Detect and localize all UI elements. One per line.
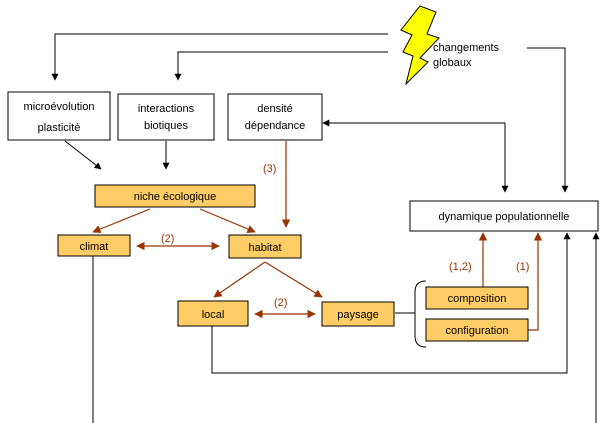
node-niche-label: niche écologique: [134, 191, 217, 203]
node-paysage-label: paysage: [337, 309, 379, 321]
node-microevolution: microévolution plasticité: [7, 91, 111, 141]
node-configuration: configuration: [425, 318, 529, 342]
node-changements-line2: globaux: [433, 57, 472, 69]
node-habitat: habitat: [228, 234, 302, 259]
node-local-label: local: [202, 309, 225, 321]
node-dynamique-label: dynamique populationnelle: [439, 211, 570, 223]
node-composition-label: composition: [448, 293, 507, 305]
node-microevolution-line1: microévolution: [24, 101, 95, 113]
feedback-connectors: [92, 232, 600, 423]
node-interactions-line1: interactions: [138, 103, 195, 115]
node-configuration-label: configuration: [446, 325, 509, 337]
node-habitat-label: habitat: [248, 242, 281, 254]
node-microevolution-line2: plasticité: [38, 122, 81, 134]
edge-label-local-paysage: (2): [274, 297, 287, 309]
node-paysage: paysage: [321, 301, 395, 327]
node-dynamique: dynamique populationnelle: [409, 200, 599, 232]
node-climat: climat: [57, 234, 131, 257]
edge-label-composition: (1,2): [449, 261, 472, 273]
node-niche: niche écologique: [94, 184, 256, 208]
node-climat-label: climat: [80, 241, 109, 253]
relation-connectors: [92, 141, 543, 331]
node-interactions-line2: biotiques: [144, 120, 189, 132]
edge-label-densite-habitat: (3): [263, 163, 276, 175]
node-changements: changements globaux: [433, 42, 500, 69]
edge-label-climat-habitat: (2): [161, 233, 174, 245]
node-densite-line1: densité: [257, 103, 292, 115]
node-local: local: [177, 300, 249, 327]
node-densite: densité dépendance: [227, 93, 323, 141]
lightning-icon: [400, 5, 440, 86]
node-densite-line2: dépendance: [245, 120, 306, 132]
node-changements-line1: changements: [433, 42, 500, 54]
global-change-connectors: [51, 33, 569, 193]
node-interactions: interactions biotiques: [117, 93, 215, 141]
paysage-bracket: [395, 280, 427, 348]
edge-label-configuration: (1): [516, 261, 529, 273]
node-composition: composition: [425, 286, 529, 310]
